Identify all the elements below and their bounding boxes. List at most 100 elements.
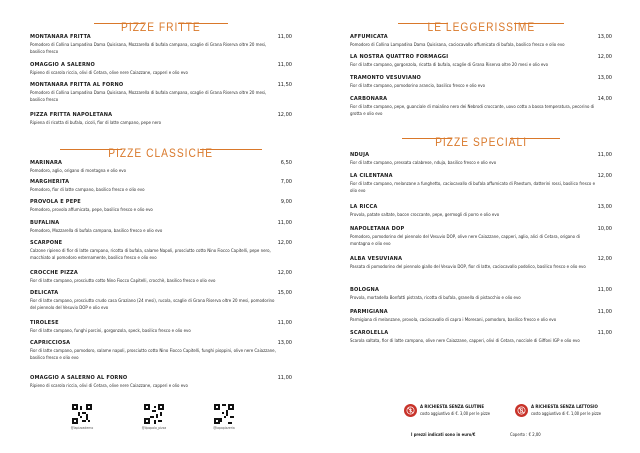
item-description: Calzone ripieno di fior di latte campano… (30, 248, 271, 261)
item-description: Fior di latte campano, pressata calabres… (350, 160, 497, 166)
item-price: 6,50 (280, 160, 292, 166)
item-name: AFFUMICATA (350, 34, 388, 40)
item-price: 11,00 (597, 330, 612, 336)
section-title-classiche: PIZZE CLASSICHE (30, 142, 292, 160)
item-name: MONTANARA FRITTA AL FORNO (30, 82, 124, 88)
item-description: Pomodoro, fior di latte campano, basilic… (30, 187, 145, 193)
allergen-text: A RICHIESTA SENZA GLUTINE costo aggiunti… (420, 405, 490, 416)
item-description: Provola, patate saltate, bacon croccante… (350, 212, 500, 218)
menu-item: CROCCHE PIZZA 12,00 Fior di latte campan… (30, 270, 292, 285)
menu-item: OMAGGIO A SALERNO AL FORNO 11,00 Ripieno… (30, 375, 292, 390)
item-name: OMAGGIO A SALERNO AL FORNO (30, 375, 128, 381)
qr-code[interactable]: @lapizzaderno (71, 404, 93, 430)
section-heading: LE LEGGERISSIME (427, 20, 535, 34)
item-description: Fior di latte campano, melanzane a fungh… (350, 181, 596, 194)
item-name: NDUJA (350, 152, 370, 158)
menu-item: LA NOSTRA QUATTRO FORMAGGI 12,00 Fior di… (350, 54, 612, 69)
item-price: 13,00 (277, 340, 292, 346)
section-heading: PIZZE CLASSICHE (108, 146, 214, 160)
item-name: MONTANARA FRITTA (30, 34, 91, 40)
item-name: LA RICCA (350, 204, 378, 210)
coperto-note: Coperto : € 2,00 (510, 432, 541, 437)
item-price: 12,00 (277, 112, 292, 118)
item-name: CARBONARA (350, 96, 388, 102)
item-name: PARMIGIANA (350, 309, 388, 315)
item-name: PROVOLA E PEPE (30, 199, 81, 205)
menu-item: LA CILENTANA 12,00 Fior di latte campano… (350, 173, 612, 195)
item-name: CAPRICCIOSA (30, 340, 71, 346)
item-description: Pomodoro, Mozzarella di bufala campana, … (30, 228, 163, 234)
item-price: 11,00 (597, 287, 612, 293)
item-description: Fior di latte campano, prosciutto crudo … (30, 298, 275, 311)
item-description: Fior di latte campano, gorgonzola, ricot… (350, 62, 549, 68)
qr-code[interactable]: @ilpopolo_pizza (142, 404, 166, 430)
item-price: 12,00 (597, 256, 612, 262)
item-name: NAPOLETANA DOP (350, 226, 405, 232)
item-description: Pomodoro, aglio, origano di montagna e o… (30, 168, 127, 174)
item-description: Pomodoro, provola affumicata, pepe, basi… (30, 207, 153, 213)
item-price: 11,00 (597, 152, 612, 158)
qr-codes: @lapizzaderno @ilpopolo_pizza @lapapizze… (71, 404, 235, 444)
divider (402, 138, 452, 139)
menu-item: ALBA VESUVIANA 12,00 Passata di pomodori… (350, 256, 612, 271)
item-name: LA CILENTANA (350, 173, 393, 179)
menu-item: MONTANARA FRITTA AL FORNO 11,50 Pomodoro… (30, 82, 292, 104)
item-description: Ripiena di ricotta di bufala, cicoli, fi… (30, 120, 162, 126)
menu-item: CARBONARA 14,00 Fior di latte campano, p… (350, 96, 612, 118)
allergen-note: costo aggiuntivo di €. 1,00 per le pizze (531, 410, 601, 416)
item-description: Fior di latte campano, prosciutto cotto … (30, 278, 216, 284)
lactose-free-notice: A RICHIESTA SENZA LATTOSIO costo aggiunt… (515, 404, 601, 417)
item-name: SCARPONE (30, 240, 63, 246)
item-name: BOLOGNA (350, 287, 380, 293)
item-price: 15,00 (277, 290, 292, 296)
divider (94, 23, 144, 24)
item-price: 11,00 (277, 34, 292, 40)
item-price: 11,00 (597, 309, 612, 315)
item-price: 11,50 (277, 82, 292, 88)
menu-item: SCARPONE 12,00 Calzone ripieno di fior d… (30, 240, 292, 262)
item-name: TIROLESE (30, 320, 59, 326)
item-price: 12,00 (597, 54, 612, 60)
item-price: 14,00 (597, 96, 612, 102)
divider (200, 149, 262, 150)
menu-item: AFFUMICATA 13,00 Pomodoro di Collina Lam… (350, 34, 612, 49)
qr-code[interactable]: @lapapizzeria (213, 404, 235, 430)
divider (178, 23, 228, 24)
no-lactose-icon (515, 404, 528, 417)
item-description: Fior di latte campano, funghi porcini, g… (30, 328, 191, 334)
menu-item: NDUJA 11,00 Fior di latte campano, press… (350, 152, 612, 167)
item-name: ALBA VESUVIANA (350, 256, 403, 262)
divider (510, 138, 560, 139)
menu-item: PARMIGIANA 11,00 Parmigiana di melanzane… (350, 309, 612, 324)
item-price: 12,00 (277, 270, 292, 276)
item-description: Fior di latte campano, pomodorino aranci… (350, 83, 485, 89)
qr-label: @lapizzaderno (70, 426, 94, 430)
prices-note: I prezzi indicati sono in euro/€ (411, 432, 476, 437)
menu-item: TIROLESE 11,00 Fior di latte campano, fu… (30, 320, 292, 335)
allergen-text: A RICHIESTA SENZA LATTOSIO costo aggiunt… (531, 405, 601, 416)
menu-item: PROVOLA E PEPE 9,00 Pomodoro, provola af… (30, 199, 292, 214)
item-name: SCAROLELLA (350, 330, 389, 336)
menu-item: TRAMONTO VESUVIANO 13,00 Fior di latte c… (350, 75, 612, 90)
item-price: 7,00 (280, 179, 292, 185)
section-heading: PIZZE SPECIALI (435, 135, 527, 149)
menu-item: MARGHERITA 7,00 Pomodoro, fior di latte … (30, 179, 292, 194)
item-price: 11,00 (277, 320, 292, 326)
item-name: DELICATA (30, 290, 59, 296)
item-description: Parmigiana di melanzane, provola, cacioc… (350, 317, 557, 323)
section-title-speciali: PIZZE SPECIALI (350, 131, 612, 149)
item-price: 12,00 (277, 240, 292, 246)
item-description: Ripieno di scarola riccia, olivi di Ceta… (30, 383, 188, 389)
item-description: Pomodoro, pomodorino del piennolo del Ve… (350, 234, 580, 247)
item-price: 13,00 (597, 75, 612, 81)
menu-item: SCAROLELLA 11,00 Scarola saltata, fior d… (350, 330, 612, 345)
item-name: LA NOSTRA QUATTRO FORMAGGI (350, 54, 449, 60)
gluten-free-notice: A RICHIESTA SENZA GLUTINE costo aggiunti… (404, 404, 490, 417)
item-description: Pomodoro di Collina Lampadina Dama Quisi… (30, 90, 267, 103)
item-name: BUFALINA (30, 220, 60, 226)
item-description: Ripieno di scarola riccia, olivi di Ceta… (30, 70, 188, 76)
item-price: 13,00 (597, 204, 612, 210)
menu-item: CAPRICCIOSA 13,00 Fior di latte campano,… (30, 340, 292, 362)
allergen-title: A RICHIESTA SENZA LATTOSIO (531, 405, 598, 410)
section-title-fritte: PIZZE FRITTE (30, 16, 292, 34)
